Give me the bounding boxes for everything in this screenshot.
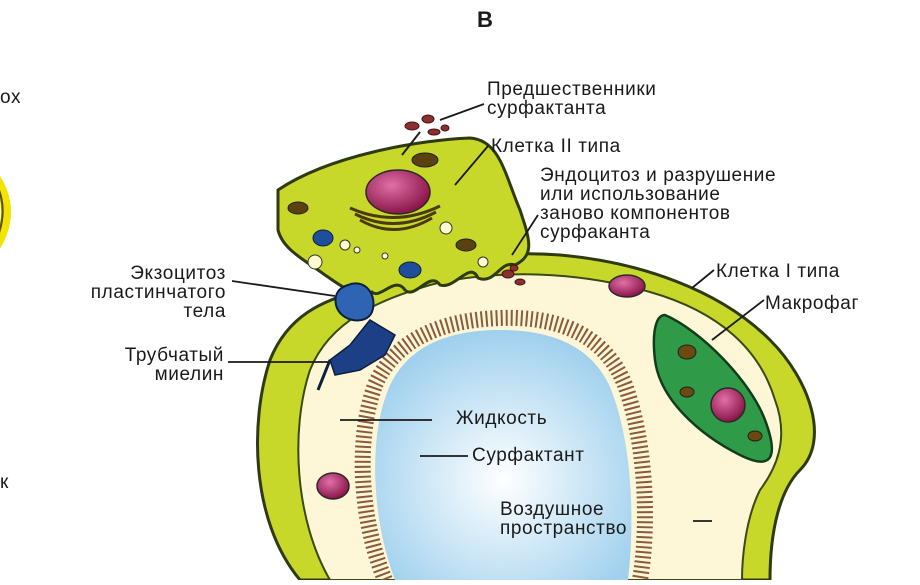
partial-label-top: ох [0,88,21,107]
vesicle [382,253,388,259]
macrophage-nucleus [711,388,745,422]
label-fluid: Жидкость [456,409,547,428]
mitochondrion [288,202,308,214]
label-macrophage: Макрофаг [765,294,859,313]
label-precursors: Предшественники сурфактанта [487,80,656,118]
type1-nucleus [317,473,349,499]
lamellar-body [399,262,421,278]
exocytosis-body [336,283,374,320]
macrophage-granule [748,431,762,441]
label-endocytosis: Эндоцитоз и разрушение или использование… [540,166,776,242]
label-type2-cell: Клетка II типа [491,137,621,156]
vesicle [354,247,360,253]
type1-nucleus [609,275,645,297]
mitochondrion [456,239,476,251]
label-surfactant: Сурфактант [472,446,585,465]
type2-nucleus [366,170,430,214]
label-tubular-myelin: Трубчатый миелин [8,346,224,384]
panel-letter: В [477,7,493,33]
vesicle [308,255,322,269]
macrophage-granule [680,387,694,397]
label-type1-cell: Клетка I типа [716,262,840,281]
lamellar-body [313,230,333,246]
label-exocytosis: Экзоцитоз пластинчатого тела [8,264,226,321]
mitochondrion [412,153,438,167]
label-air-space: Воздушное пространство [500,500,627,538]
vesicle [440,222,452,234]
partial-label-bottom: к [0,473,9,492]
surfactant-precursors [405,115,449,135]
macrophage-granule [678,345,696,359]
vesicle [478,257,488,267]
vesicle [340,240,350,250]
